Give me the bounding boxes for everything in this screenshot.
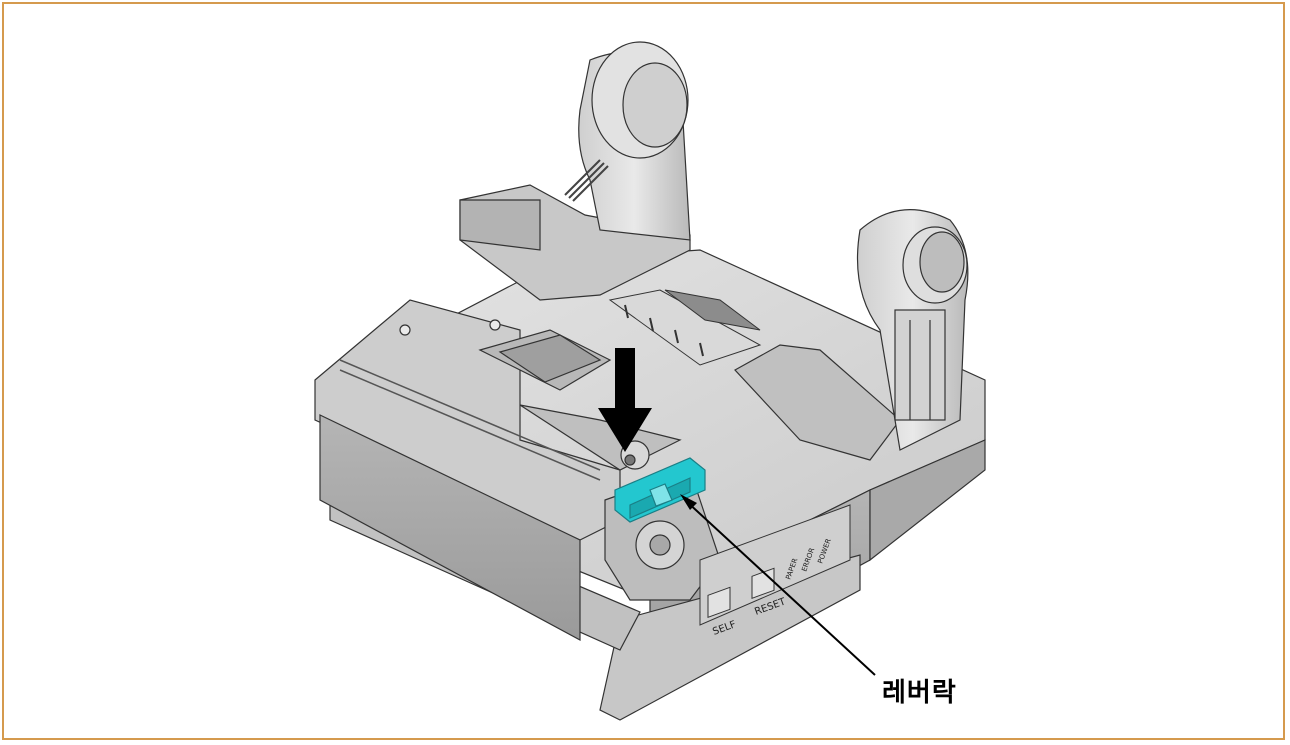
lever-lock-label: 레버락 bbox=[882, 678, 957, 708]
lever-lock-highlight bbox=[614, 457, 706, 523]
callout-leader bbox=[680, 494, 876, 676]
paper-width-guides bbox=[608, 289, 762, 366]
press-down-arrow bbox=[598, 348, 652, 452]
left-paper-holder bbox=[459, 41, 691, 301]
right-paper-holder bbox=[734, 209, 969, 461]
